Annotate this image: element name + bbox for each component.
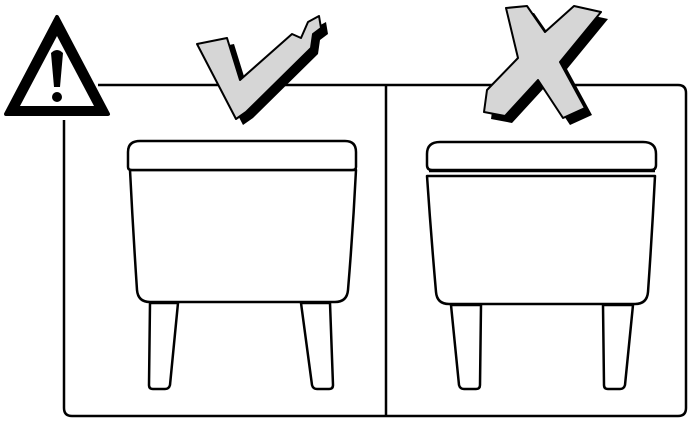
ottoman-leg-right — [299, 301, 335, 391]
panel-frame — [62, 83, 688, 418]
ottoman-leg-right — [601, 303, 635, 391]
ottoman-leg-left — [147, 301, 180, 391]
exclamation-icon — [51, 50, 63, 87]
check-mark-icon — [196, 15, 328, 125]
cross-mark-icon — [483, 5, 608, 125]
ottoman-body — [128, 168, 358, 304]
ottoman-incorrect — [425, 140, 658, 391]
ottoman-correct — [126, 139, 358, 391]
ottoman-lid — [126, 139, 358, 172]
ottoman-body — [425, 174, 657, 306]
ottoman-lid — [425, 140, 658, 172]
warning-triangle-icon — [4, 15, 110, 116]
ottoman-leg-left — [449, 303, 483, 391]
